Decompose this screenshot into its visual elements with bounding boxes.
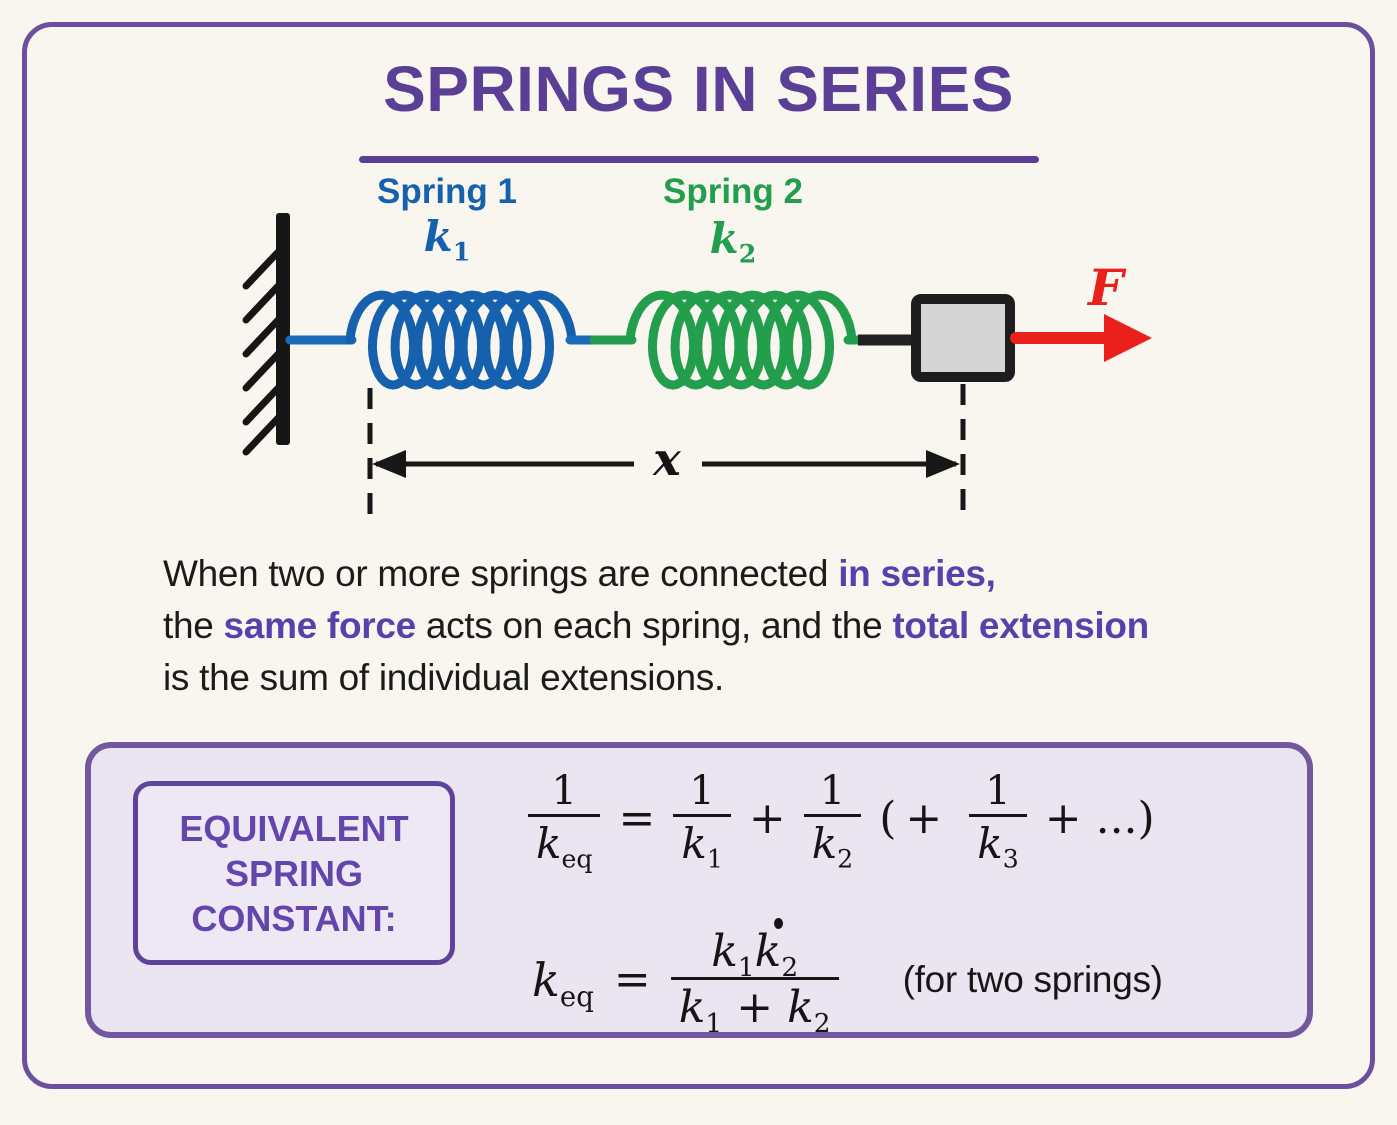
reciprocal-sum-formula: 1 keq = 1 k1 + 1 k2 (+ 1 k3 + ...) [528,768,1155,871]
text-segment: the [163,605,224,646]
extension-guides [367,384,966,518]
product-over-sum-formula: keq = k1k2 k1 + k2 (for two springs) [532,926,1163,1036]
spring2-label: Spring 2 [662,172,804,211]
page-title: SPRINGS IN SERIES [383,53,1014,125]
accent-text-segment: same force [223,605,417,646]
dimension-arrow [372,450,960,478]
fraction-one-over-k3: 1 k3 [969,768,1027,871]
label-line: CONSTANT: [191,897,397,939]
force-label: F [1088,258,1124,317]
open-paren-plus: (+ [879,792,952,844]
wall-hatching [242,246,284,456]
label-line: SPRING [224,852,364,894]
fraction-one-over-k1: 1 k1 [673,768,731,871]
text-segment: is the sum of individual extensions. [163,657,724,698]
fraction-k1k2-over-k1-plus-k2: k1k2 k1 + k2 [670,926,839,1036]
fraction-one-over-keq: 1 keq [528,768,601,871]
description-line-2: the same force acts on each spring, and … [163,600,1149,652]
equals-sign: = [618,792,656,844]
mass-block [911,294,1015,382]
label-line: EQUIVALENT [179,807,409,849]
equivalent-spring-constant-label-box: EQUIVALENT SPRING CONSTANT: [133,781,455,965]
accent-text-segment: total extension [892,605,1149,646]
spring2-k-label: k2 [709,214,757,269]
spring1-label: Spring 1 [376,172,518,211]
accent-text-segment: in series, [838,553,996,594]
force-arrow [1010,314,1152,362]
description-line-1: When two or more springs are connected i… [163,548,1149,600]
plus-sign: + [748,792,786,844]
keq-symbol: keq [532,952,594,1013]
text-segment: When two or more springs are connected [163,553,839,594]
ellipsis-close-paren: + ...) [1044,792,1155,844]
wall [242,213,290,456]
fraction-one-over-k2: 1 k2 [803,768,862,871]
spring1-k-label: k1 [423,212,471,267]
for-two-springs-note: (for two springs) [902,958,1163,1000]
title-underline [358,156,1039,163]
spring1-coil [345,290,577,390]
description-paragraph: When two or more springs are connected i… [163,548,1149,704]
text-segment: acts on each spring, and the [415,605,893,646]
spring2-coil [625,290,857,390]
springs-diagram [242,213,1152,518]
extension-label: x [653,432,681,486]
description-line-3: is the sum of individual extensions. [163,652,1149,704]
equals-sign: = [613,954,651,1005]
